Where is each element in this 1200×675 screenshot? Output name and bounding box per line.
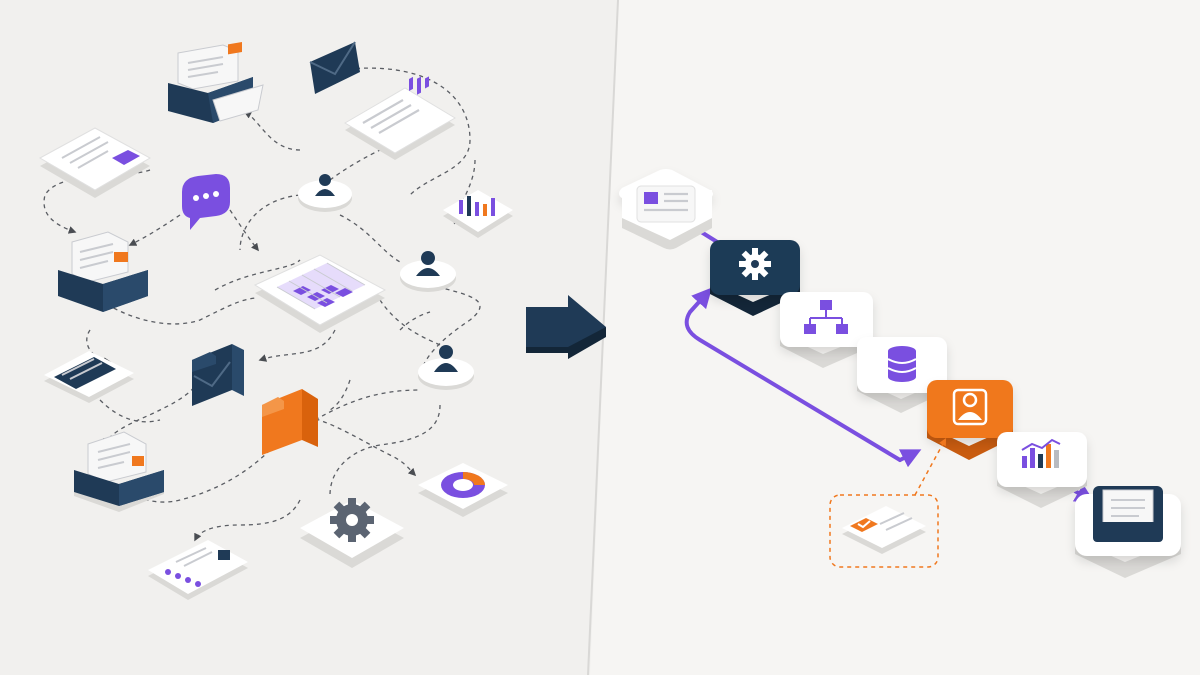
gear-icon: [739, 248, 771, 280]
envelope-icon: [309, 41, 360, 94]
bar-chart-icon: [1021, 438, 1061, 468]
inbox-tray-mid: [58, 231, 148, 312]
database-icon: [887, 346, 917, 382]
pipeline-tile-hierarchy: [780, 292, 873, 368]
document-icon-small: [44, 351, 134, 403]
folder-icon-navy: [192, 344, 244, 406]
pipeline-tile-chart: [997, 432, 1087, 508]
user-icon: [952, 388, 988, 426]
user-icon: [418, 345, 474, 390]
document-tray-icon: [1093, 486, 1163, 542]
user-icon: [400, 251, 456, 292]
pipeline-tile-output: [1075, 486, 1181, 578]
inbox-tray-bottom: [74, 431, 164, 512]
document-icon-left: [38, 127, 152, 198]
gear-icon-left: [300, 498, 404, 568]
approval-check-icon: [842, 506, 926, 554]
chat-bubble-icon: [182, 174, 230, 230]
form-icon: [148, 540, 248, 600]
folder-icon-orange: [262, 389, 318, 455]
pipeline-tile-document: [619, 169, 713, 250]
document-icon: [636, 185, 696, 223]
report-document-icon: [344, 76, 456, 160]
left-background: [0, 0, 620, 675]
right-arrow-icon: [526, 295, 606, 359]
spreadsheet-icon: [253, 254, 387, 333]
user-icon: [298, 174, 352, 212]
donut-chart-icon: [418, 463, 508, 517]
bar-chart-icon-left: [443, 190, 513, 238]
inbox-tray-top: [168, 41, 264, 123]
approval-box: [829, 438, 947, 568]
hierarchy-icon: [804, 300, 848, 334]
